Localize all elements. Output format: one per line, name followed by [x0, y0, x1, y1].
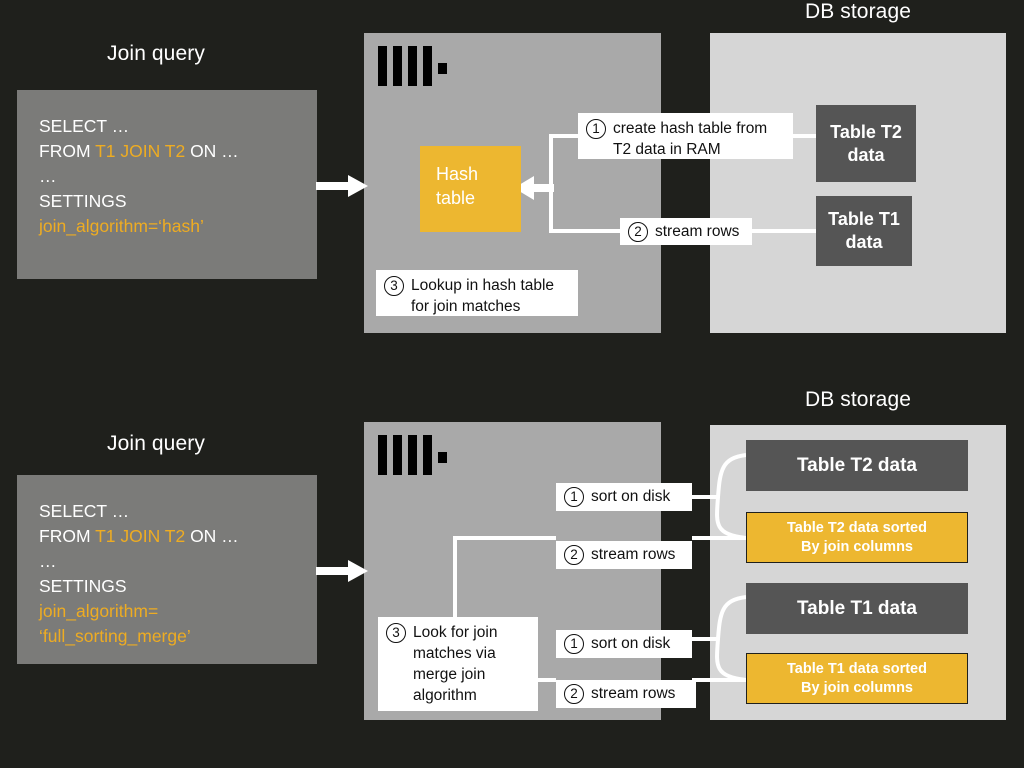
top-query-line-2-prefix: FROM	[39, 141, 96, 161]
hash-table-tile: Hash table	[420, 146, 521, 232]
bottom-query-line-3: …	[39, 551, 57, 571]
top-table-t2-tile: Table T2 data	[816, 105, 916, 182]
top-db-storage-panel	[710, 33, 1006, 333]
top-query-box: SELECT … FROM T1 JOIN T2 ON … … SETTINGS…	[17, 90, 317, 279]
step-number-badge: 3	[386, 623, 406, 643]
bottom-query-line-4: SETTINGS	[39, 576, 127, 596]
bottom-table-t1-sorted-tile: Table T1 data sorted By join columns	[746, 653, 968, 704]
step-number-badge: 1	[586, 119, 606, 139]
bottom-query-box: SELECT … FROM T1 JOIN T2 ON … … SETTINGS…	[17, 475, 317, 664]
bottom-query-line-6: ‘full_sorting_merge’	[39, 626, 191, 646]
step-number-badge: 3	[384, 276, 404, 296]
bottom-callout-1a: 1 sort on disk	[556, 483, 692, 511]
top-db-storage-title: DB storage	[804, 0, 912, 23]
top-query-line-5: join_algorithm=‘hash’	[39, 216, 204, 236]
bottom-callout-3: 3 Look for join matches via merge join a…	[378, 617, 538, 711]
step-number-badge: 2	[564, 684, 584, 704]
bottom-query-line-2: FROM T1 JOIN T2 ON …	[39, 524, 295, 549]
top-join-query-title: Join query	[107, 42, 205, 65]
top-callout-2-text: stream rows	[655, 222, 740, 240]
bottom-query-line-1: SELECT …	[39, 501, 130, 521]
bottom-query-line-2-prefix: FROM	[39, 526, 96, 546]
step-number-badge: 1	[564, 634, 584, 654]
top-callout-1-text: create hash table from T2 data in RAM	[613, 120, 768, 158]
bottom-callout-1b: 1 sort on disk	[556, 630, 692, 658]
top-query-line-3: …	[39, 166, 57, 186]
bottom-query-line-2-suffix: ON …	[185, 526, 239, 546]
top-callout-3-text: Lookup in hash table for join matches	[411, 277, 555, 315]
bottom-callout-2a: 2 stream rows	[556, 541, 692, 569]
bottom-callout-2a-text: stream rows	[591, 546, 676, 563]
step-number-badge: 1	[564, 487, 584, 507]
bottom-table-t2-tile: Table T2 data	[746, 440, 968, 491]
bottom-callout-2b: 2 stream rows	[556, 680, 696, 708]
top-query-line-2-suffix: ON …	[185, 141, 239, 161]
bottom-callout-1b-text: sort on disk	[591, 635, 671, 652]
bottom-join-query-title: Join query	[107, 432, 205, 455]
bottom-query-line-5: join_algorithm=	[39, 601, 159, 621]
bottom-callout-3-text: Look for join matches via merge join alg…	[413, 624, 498, 704]
bottom-callout-2b-text: stream rows	[591, 685, 676, 702]
top-callout-2: 2 stream rows	[620, 218, 752, 245]
bottom-table-t2-sorted-tile: Table T2 data sorted By join columns	[746, 512, 968, 563]
step-number-badge: 2	[628, 221, 648, 242]
bottom-callout-1a-text: sort on disk	[591, 488, 671, 505]
top-table-t1-tile: Table T1 data	[816, 196, 912, 266]
top-query-line-1: SELECT …	[39, 116, 130, 136]
step-number-badge: 2	[564, 545, 584, 565]
bottom-table-t1-tile: Table T1 data	[746, 583, 968, 634]
clickhouse-logo-icon	[378, 46, 447, 86]
hash-tile-line-2: table	[436, 188, 476, 208]
hash-tile-line-1: Hash	[436, 164, 479, 184]
bottom-db-storage-title: DB storage	[804, 388, 912, 411]
bottom-query-line-2-keyword: T1 JOIN T2	[95, 526, 186, 546]
arrow-right-icon	[316, 560, 368, 582]
top-query-line-4: SETTINGS	[39, 191, 127, 211]
arrow-right-icon	[316, 175, 368, 197]
top-query-line-2-keyword: T1 JOIN T2	[95, 141, 186, 161]
clickhouse-logo-icon	[378, 435, 447, 475]
top-query-line-2: FROM T1 JOIN T2 ON …	[39, 139, 295, 164]
top-callout-1: 1 create hash table from T2 data in RAM	[578, 113, 793, 159]
top-callout-3: 3 Lookup in hash table for join matches	[376, 270, 578, 316]
